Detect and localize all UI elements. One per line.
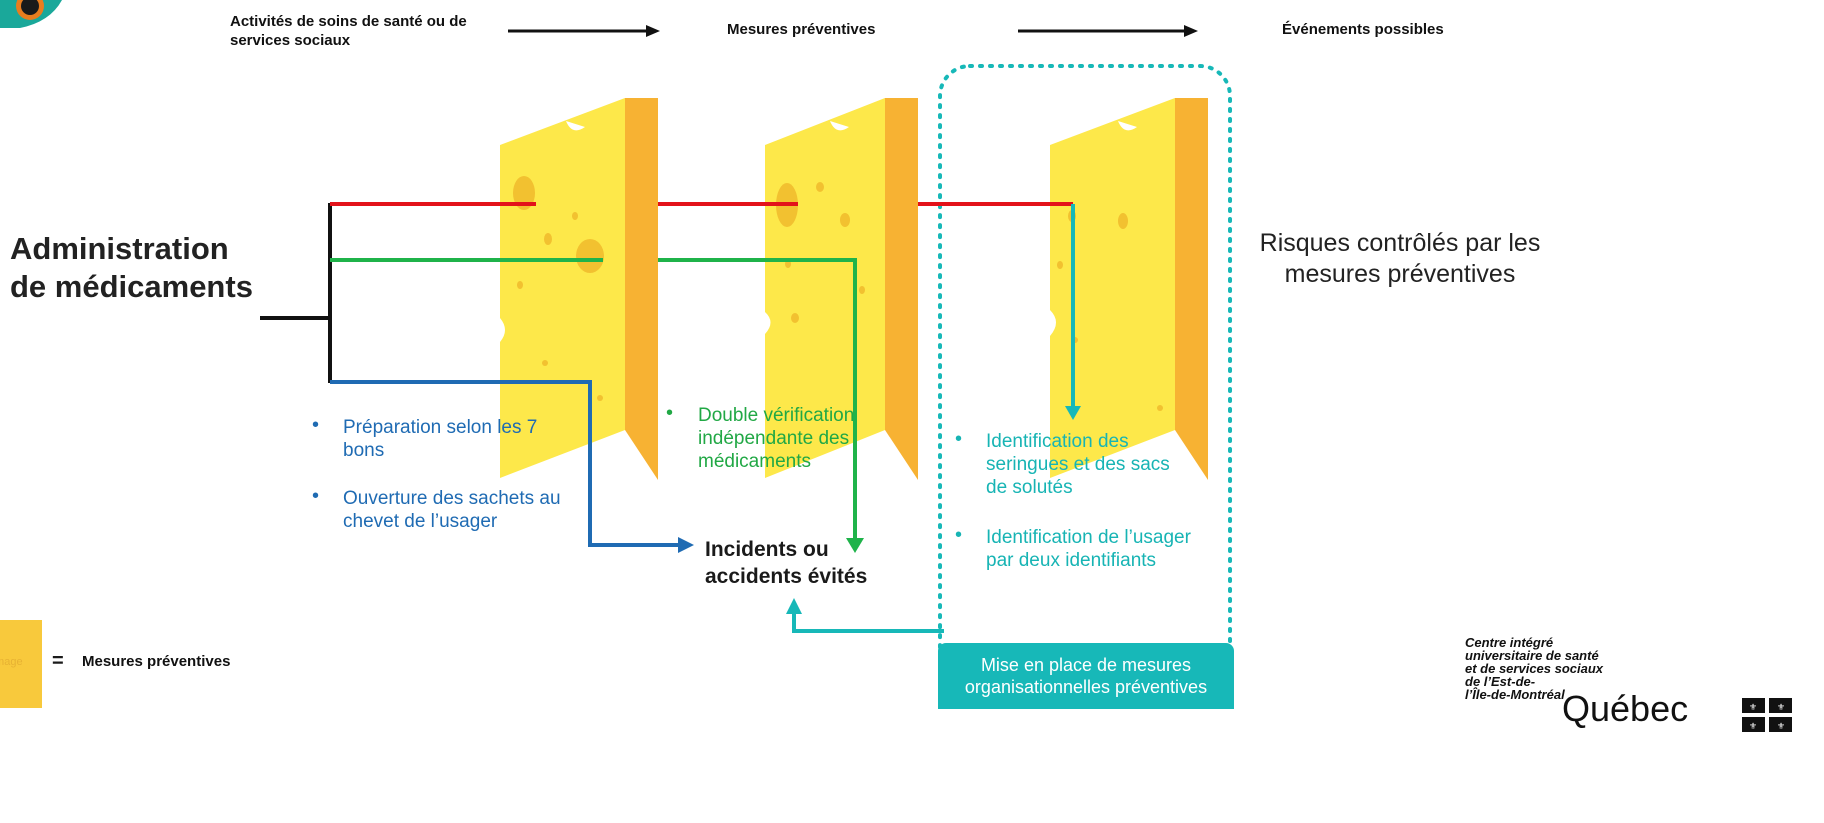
header-preventive: Mesures préventives <box>727 21 876 38</box>
quebec-flag-icon: ⚜ ⚜ ⚜ ⚜ <box>1742 698 1792 732</box>
green-risk-line <box>330 258 864 553</box>
quebec-wordmark: Québec <box>1562 688 1689 729</box>
legend-label: Mesures préventives <box>82 653 231 670</box>
svg-text:⚜: ⚜ <box>1777 722 1785 732</box>
list-item: •Identification de l’usager par deux ide… <box>955 524 1191 571</box>
teal-measures-list: •Identification des seringues et des sac… <box>955 428 1195 572</box>
blue-measures-list: •Préparation selon les 7 bons •Ouverture… <box>312 414 572 533</box>
organisational-measures-box: Mise en place de mesures organisationnel… <box>938 643 1234 709</box>
bracket-lines <box>260 203 332 383</box>
list-item: •Double vérification indépendante des mé… <box>666 402 855 472</box>
incidents-avoided: Incidents ou accidents évités <box>705 538 868 588</box>
green-measures-list: •Double vérification indépendante des mé… <box>666 402 866 473</box>
controlled-risks-text: Risques contrôlés par les mesures préven… <box>1259 229 1541 288</box>
list-item: •Préparation selon les 7 bons <box>312 414 538 461</box>
teal-down-arrow <box>1065 204 1081 420</box>
list-item: •Identification des seringues et des sac… <box>955 428 1170 498</box>
main-title: Administration de médicaments <box>10 231 253 304</box>
header-arrow-1 <box>508 25 660 37</box>
header-arrow-2 <box>1018 25 1198 37</box>
header-events: Événements possibles <box>1282 21 1444 38</box>
legend-swatch: Image <box>0 620 42 708</box>
list-item: •Ouverture des sachets au chevet de l’us… <box>312 485 561 532</box>
cheese-slice-3 <box>1050 98 1208 480</box>
ciusss-logo: Centre intégré universitaire de santé et… <box>1465 635 1604 702</box>
svg-text:⚜: ⚜ <box>1749 722 1757 732</box>
blue-risk-line <box>330 380 694 553</box>
svg-text:⚜: ⚜ <box>1749 703 1757 713</box>
corner-logo <box>0 0 70 30</box>
svg-text:⚜: ⚜ <box>1777 703 1785 713</box>
teal-return-arrow <box>786 598 944 633</box>
legend-equals: = <box>52 650 64 672</box>
corner-logo-icon <box>0 0 62 28</box>
header-activities: Activités de soins de santé ou de servic… <box>230 13 467 49</box>
